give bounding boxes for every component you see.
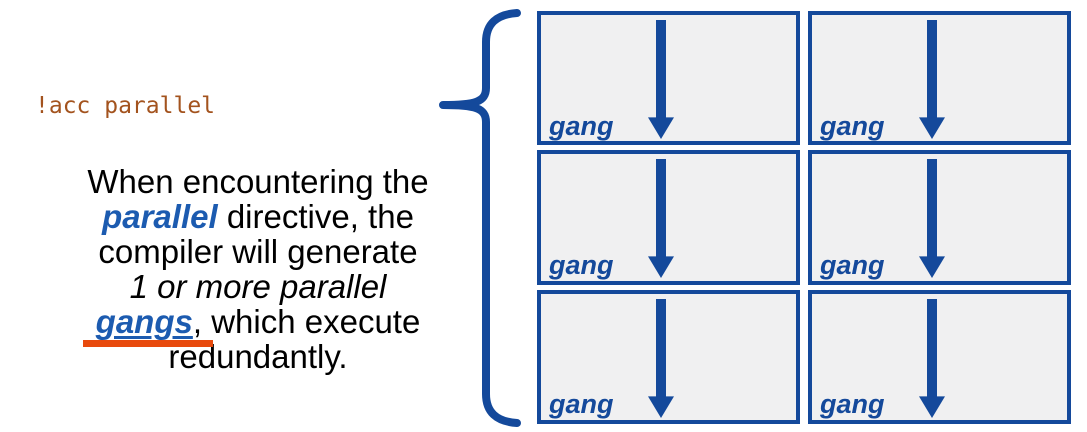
gang-label: gang [820,249,885,280]
arrow-down-icon [918,20,945,139]
description-line: gangs, which execute [38,304,478,347]
arrow-down-icon [647,20,674,139]
gang-box: gang [537,150,800,285]
description-line: 1 or more parallel [129,268,387,305]
gang-box: gang [537,289,800,424]
arrow-down-icon [918,159,945,279]
keyword-parallel: parallel [102,198,218,235]
gang-label: gang [820,389,885,420]
acc-parallel-directive-label: !acc parallel [35,93,216,119]
gang-label: gang [549,249,614,280]
description-text: When encountering the parallel directive… [38,164,478,374]
description-line: compiler will generate [98,233,418,270]
gang-box: gang [808,11,1071,146]
gang-box: gang [808,150,1071,285]
orange-underline-bar [82,340,213,347]
left-curly-brace-icon [439,9,521,427]
description-line: parallel directive, the [102,198,414,235]
gang-label: gang [549,110,614,141]
gang-label: gang [820,110,885,141]
gang-label: gang [549,389,614,420]
arrow-down-icon [918,298,945,418]
keyword-gangs: gangs [82,304,213,347]
description-line: When encountering the [87,163,429,200]
gang-grid: gang gang gang gang [537,11,1071,424]
arrow-down-icon [647,159,674,279]
gang-box: gang [808,289,1071,424]
gang-box: gang [537,11,800,146]
arrow-down-icon [647,298,674,418]
